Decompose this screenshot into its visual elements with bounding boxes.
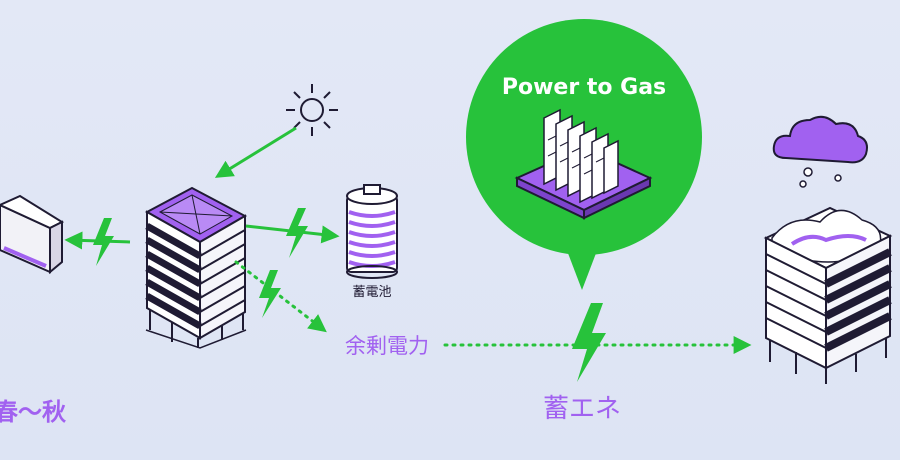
air-conditioner-icon [0,194,65,275]
bolt-icon-ac [93,218,114,266]
season-label: 春～秋 [0,398,67,426]
power-to-gas-bubble: Power to Gas [466,19,702,290]
electrolyzer-icon [514,108,653,220]
bolt-icon-battery [286,208,308,258]
power-to-gas-title: Power to Gas [502,75,666,100]
snow-building-icon [763,206,893,384]
bolt-icon-surplus [259,270,281,318]
surplus-arrow-diagonal [234,260,327,333]
battery-label: 蓄電池 [352,285,391,300]
surplus-power-label: 余剰電力 [345,334,429,358]
solar-building-icon [144,186,248,349]
energy-storage-label: 蓄エネ [543,394,621,424]
battery-icon [346,184,398,279]
bolt-icon-storage [572,303,606,382]
cloud-icon [772,115,868,188]
sun-icon [286,84,338,136]
sunlight-arrow [214,126,297,178]
